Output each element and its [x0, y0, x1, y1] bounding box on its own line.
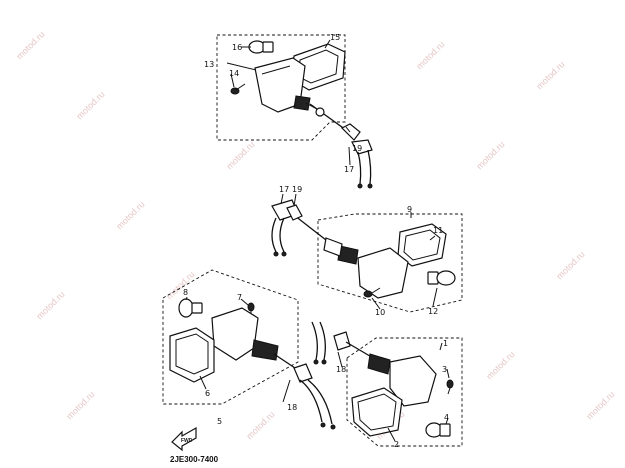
part-number-5: 5	[217, 417, 222, 426]
assembly-boundary	[346, 337, 463, 447]
watermark-layer: motod.ru motod.ru motod.ru motod.ru moto…	[14, 29, 616, 441]
part-number-8: 8	[183, 288, 188, 297]
part-number-3: 3	[442, 365, 447, 374]
watermark-text: motod.ru	[584, 389, 616, 421]
part-number-10: 10	[375, 308, 385, 317]
watermark-text: motod.ru	[484, 349, 516, 381]
screw-14	[230, 83, 246, 95]
part-number-18: 18	[287, 403, 297, 412]
lens-11	[397, 223, 447, 267]
part-number-6: 6	[205, 389, 210, 398]
turn-signal-assembly-1	[311, 321, 463, 447]
bulb-12	[427, 270, 456, 286]
part-number-17: 17	[279, 185, 289, 194]
watermark-text: motod.ru	[14, 29, 46, 61]
watermark-text: motod.ru	[74, 89, 106, 121]
lens-6	[169, 327, 215, 383]
watermark-text: motod.ru	[34, 289, 66, 321]
screw-3	[446, 379, 454, 395]
assembly-boundary	[162, 269, 299, 405]
turn-signal-assembly-9	[317, 212, 463, 313]
part-number-13: 13	[204, 60, 214, 69]
housing-5	[211, 307, 336, 430]
part-number-19: 19	[292, 185, 302, 194]
turn-signal-assembly-5	[162, 269, 336, 430]
part-number-12: 12	[428, 307, 438, 316]
part-number-4: 4	[444, 413, 449, 422]
part-number-labels: 1 2 3 4 5 6 7 8 9 10 11 12 13 14 15 16 1…	[183, 33, 449, 449]
screw-10	[363, 287, 381, 298]
part-number-14: 14	[229, 69, 239, 78]
part-number-19: 19	[352, 144, 362, 153]
watermark-text: motod.ru	[114, 199, 146, 231]
forward-arrow-icon: FWD	[171, 426, 197, 452]
watermark-text: motod.ru	[164, 269, 196, 301]
assembly-boundary	[216, 34, 346, 141]
watermark-text: motod.ru	[414, 39, 446, 71]
part-number-7: 7	[237, 293, 242, 302]
turn-signal-assembly-13	[216, 34, 373, 189]
forward-arrow-label: FWD	[181, 438, 193, 444]
bulb-16	[248, 40, 274, 54]
watermark-text: motod.ru	[244, 409, 276, 441]
watermark-text: motod.ru	[64, 389, 96, 421]
bulb-4	[425, 422, 451, 438]
assembly-boundary	[317, 213, 463, 313]
part-number-2: 2	[394, 440, 399, 449]
housing-1	[367, 353, 437, 407]
housing-13	[254, 57, 347, 131]
part-number-9: 9	[407, 205, 412, 214]
diagram-code: 2JE300-7400	[170, 455, 219, 464]
bulb-8	[178, 298, 203, 318]
part-number-16: 16	[232, 43, 242, 52]
wire-harness-17-19	[271, 193, 327, 257]
watermark-text: motod.ru	[224, 139, 256, 171]
part-number-18: 18	[336, 365, 346, 374]
part-number-1: 1	[443, 339, 448, 348]
housing-9	[323, 237, 409, 299]
part-number-11: 11	[433, 226, 443, 235]
watermark-text: motod.ru	[554, 249, 586, 281]
grommet-19	[340, 123, 373, 189]
part-number-15: 15	[330, 33, 340, 42]
part-number-17: 17	[344, 165, 354, 174]
lens-2	[351, 387, 403, 437]
watermark-text: motod.ru	[534, 59, 566, 91]
watermark-text: motod.ru	[474, 139, 506, 171]
